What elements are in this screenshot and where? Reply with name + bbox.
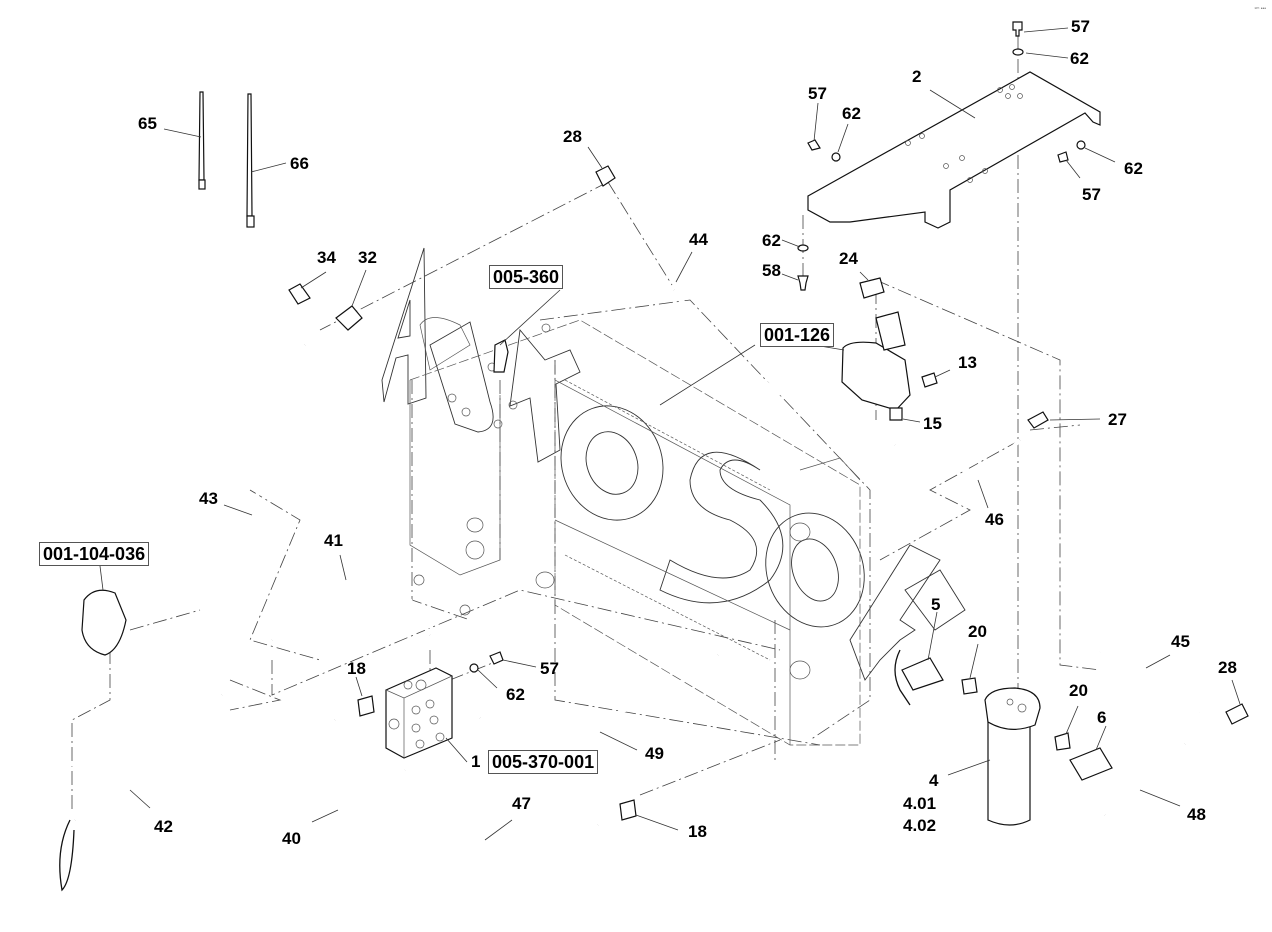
part-label-62[interactable]: 62 — [1124, 159, 1143, 178]
part-label-20[interactable]: 20 — [1069, 681, 1088, 700]
part-label-1[interactable]: 1 — [471, 752, 481, 771]
part-label-62[interactable]: 62 — [842, 104, 861, 123]
part-label-18[interactable]: 18 — [688, 822, 707, 841]
watermark — [381, 247, 966, 681]
part-label-43[interactable]: 43 — [199, 489, 218, 508]
part-label-5[interactable]: 5 — [931, 595, 941, 614]
part-label-20[interactable]: 20 — [968, 622, 987, 641]
part-label-24[interactable]: 24 — [839, 249, 858, 268]
reference-box-005-360[interactable]: 005-360 — [489, 265, 564, 289]
part-label-57[interactable]: 57 — [1071, 17, 1090, 36]
part-label-62[interactable]: 62 — [506, 685, 525, 704]
part-label-57[interactable]: 57 — [1082, 185, 1101, 204]
part-label-40[interactable]: 40 — [282, 829, 301, 848]
fittings — [81, 165, 1249, 821]
part-label-66[interactable]: 66 — [290, 154, 309, 173]
part-label-65[interactable]: 65 — [138, 114, 157, 133]
reference-box-001-104-036[interactable]: 001-104-036 — [39, 542, 150, 566]
part-label-4-01[interactable]: 4.01 — [903, 794, 937, 813]
part-label-62[interactable]: 62 — [1070, 49, 1089, 68]
filter — [984, 687, 1041, 826]
part-label-49[interactable]: 49 — [645, 744, 664, 763]
part-label-28[interactable]: 28 — [563, 127, 582, 146]
part-label-13[interactable]: 13 — [958, 353, 977, 372]
fasteners — [469, 21, 1086, 673]
part-label-42[interactable]: 42 — [154, 817, 173, 836]
part-label-41[interactable]: 41 — [324, 531, 343, 550]
reference-box-001-126[interactable]: 001-126 — [760, 323, 835, 347]
part-label-58[interactable]: 58 — [762, 261, 781, 280]
part-label-28[interactable]: 28 — [1218, 658, 1237, 677]
part-label-4[interactable]: 4 — [929, 771, 939, 790]
part-label-27[interactable]: 27 — [1108, 410, 1127, 429]
part-label-34[interactable]: 34 — [317, 248, 336, 267]
part-label-32[interactable]: 32 — [358, 248, 377, 267]
hoses — [46, 288, 1201, 892]
part-label-57[interactable]: 57 — [808, 84, 827, 103]
reference-box-005-370-001[interactable]: 005-370-001 — [488, 750, 599, 774]
part-label-18[interactable]: 18 — [347, 659, 366, 678]
part-label-62[interactable]: 62 — [762, 231, 781, 250]
valve-block — [385, 667, 453, 759]
part-label-57[interactable]: 57 — [540, 659, 559, 678]
part-label-15[interactable]: 15 — [923, 414, 942, 433]
part-label-4-02[interactable]: 4.02 — [903, 816, 937, 835]
part-label-46[interactable]: 46 — [985, 510, 1004, 529]
part-label-48[interactable]: 48 — [1187, 805, 1206, 824]
part-label-47[interactable]: 47 — [512, 794, 531, 813]
part-label-6[interactable]: 6 — [1097, 708, 1107, 727]
part-label-44[interactable]: 44 — [689, 230, 708, 249]
cable-ties — [198, 91, 255, 228]
mounting-plate — [807, 71, 1101, 229]
leader-lines — [99, 27, 1241, 841]
part-label-45[interactable]: 45 — [1171, 632, 1190, 651]
part-label-2[interactable]: 2 — [912, 67, 922, 86]
cooler-assembly — [409, 317, 861, 746]
corner-mark: ᵉᵐ ••• — [1254, 6, 1266, 12]
